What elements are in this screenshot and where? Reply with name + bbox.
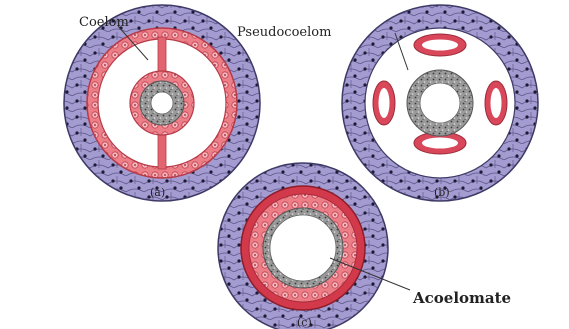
mesoderm-patch-top-inner: [422, 40, 458, 51]
acoelomate-label: Acoelomate: [412, 289, 511, 307]
caption-a: (a): [150, 186, 165, 199]
gut-lumen-c: [270, 215, 336, 281]
mesoderm-patch-bottom-inner: [422, 138, 458, 149]
caption-b: (b): [434, 186, 450, 199]
mesentery-top: [158, 37, 166, 71]
mesoderm-patch-left-inner: [379, 88, 390, 118]
caption-c: (c): [297, 316, 312, 329]
coelomate-diagram: Coelom (a): [64, 5, 260, 201]
coelom-label: Coelom: [79, 15, 129, 30]
mesoderm-patch-right-inner: [491, 88, 502, 118]
gut-lumen-a: [151, 92, 173, 114]
mesentery-bottom: [158, 135, 166, 169]
pseudocoelom-label: Pseudocoelom: [237, 25, 331, 40]
gut-lumen-b: [420, 83, 460, 123]
